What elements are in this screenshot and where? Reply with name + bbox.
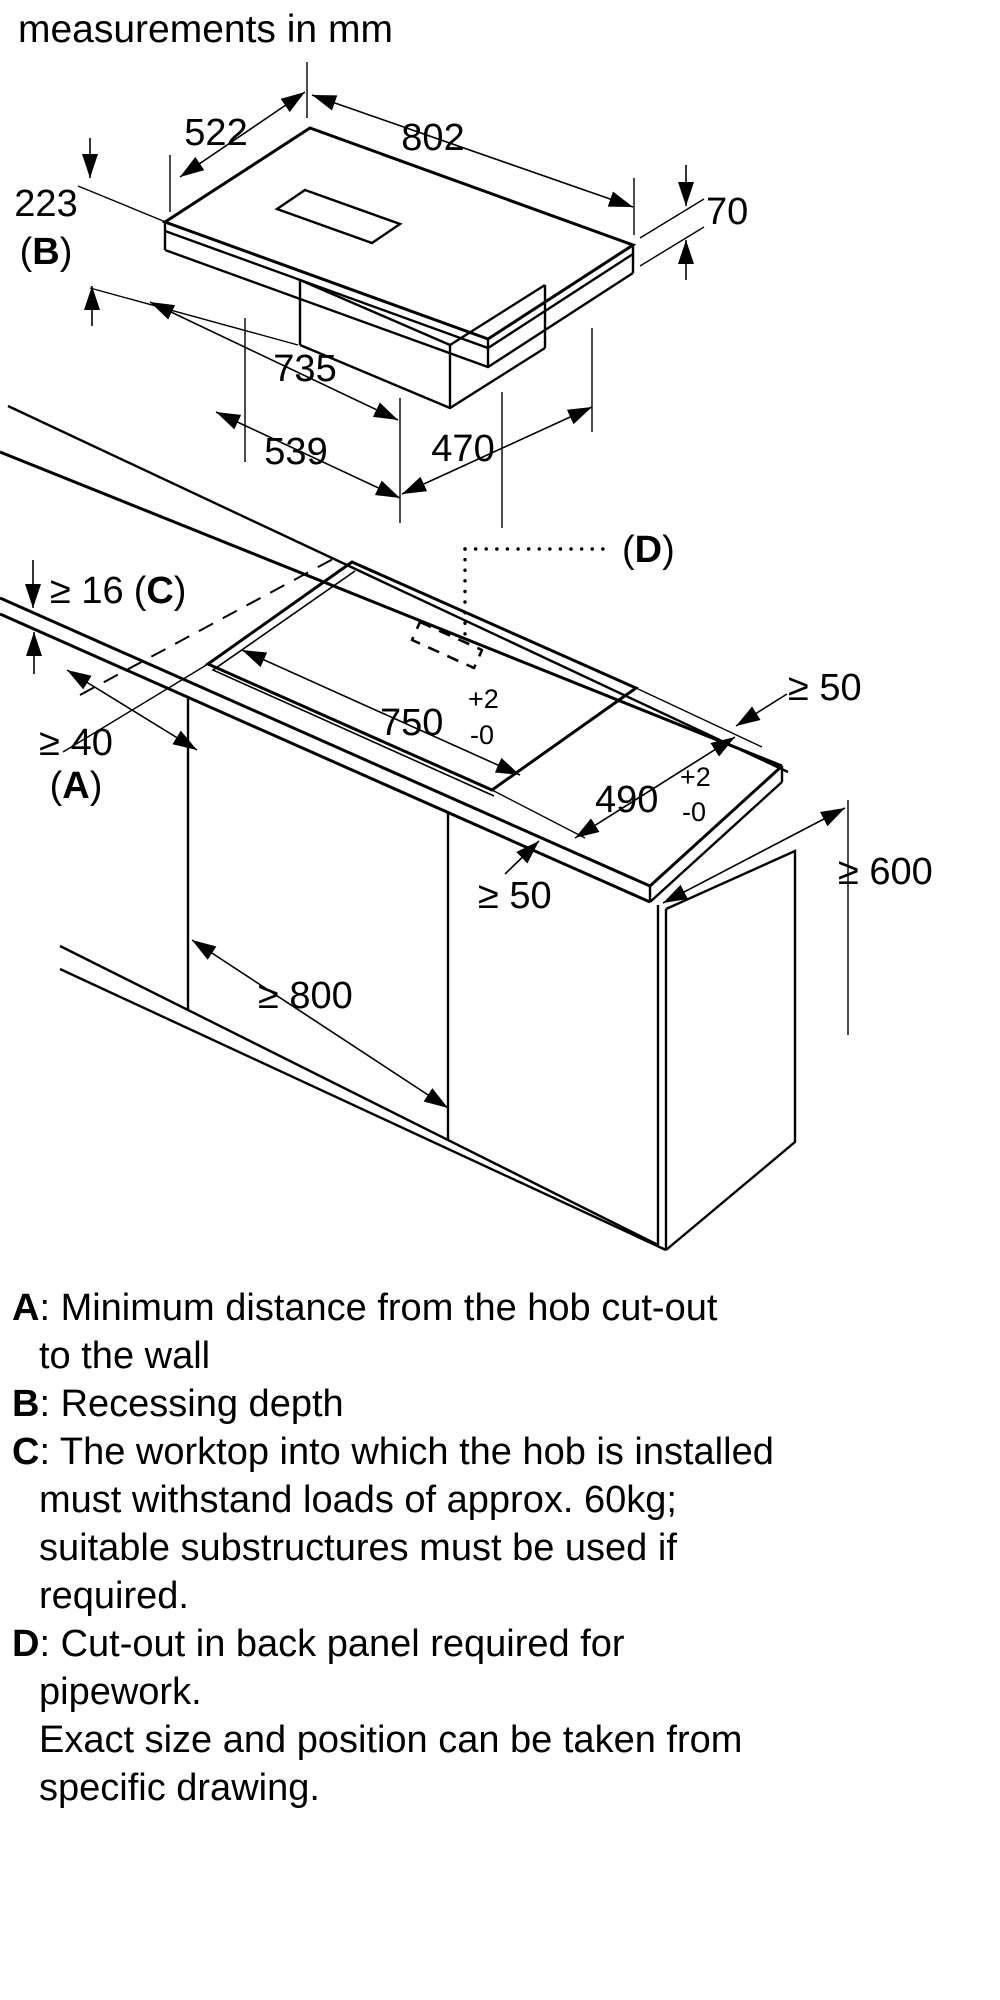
extension-ticks — [77, 62, 705, 528]
dim-50-front-label: ≥ 50 — [478, 875, 552, 917]
legend-separator: : — [39, 1431, 60, 1473]
legend-text: Cut-out in back panel required for pipew… — [39, 1623, 743, 1809]
hidden-edge-dashed — [79, 558, 334, 696]
dim-735-label: 735 — [273, 348, 336, 390]
dim-line-800 — [191, 939, 449, 1109]
dim-470-label: 470 — [431, 428, 494, 470]
hob-vent-slot — [274, 188, 403, 245]
legend-item: C: The worktop into which the hob is ins… — [12, 1428, 782, 1620]
legend-letter: C — [12, 1431, 40, 1473]
dim-line-600 — [662, 807, 846, 904]
svg-text:-0: -0 — [470, 720, 494, 750]
legend-text: The worktop into which the hob is instal… — [39, 1431, 774, 1617]
dim-50-back-label: ≥ 50 — [788, 667, 862, 709]
dim-800-label: ≥ 800 — [258, 975, 353, 1017]
dim-223-label: 223 — [14, 183, 77, 225]
svg-text:+2: +2 — [680, 762, 711, 792]
dim-490-label: 490 +2 -0 — [595, 762, 711, 827]
worktop-right-end — [648, 764, 784, 888]
dim-802-label: 802 — [401, 117, 464, 159]
extension-lines-worktop — [62, 663, 849, 1035]
worktop-cabinet-drawing: ≥ 16(C) ≥ 40 (A) 750 +2 -0 490 +2 -0 ≥ 5… — [0, 404, 933, 1252]
dim-line-40 — [66, 669, 198, 751]
svg-text:+2: +2 — [468, 684, 499, 714]
legend-letter: A — [12, 1287, 40, 1329]
dim-arrow-50-front — [504, 840, 540, 875]
dim-arrow-50-back — [735, 693, 788, 727]
legend-item: B: Recessing depth — [12, 1380, 782, 1428]
legend-item: D: Cut-out in back panel required for pi… — [12, 1620, 782, 1812]
legend-item: A: Minimum distance from the hob cut-out… — [12, 1284, 782, 1380]
dim-70-label: 70 — [706, 191, 748, 233]
worktop-thickness-edges — [648, 766, 784, 903]
pipework-cutout-dashed-rect — [410, 620, 484, 670]
page-title: measurements in mm — [18, 8, 393, 51]
cutout-outline — [204, 560, 640, 792]
dim-line-802 — [311, 94, 634, 208]
dim-750-label: 750 +2 -0 — [380, 684, 499, 750]
svg-text:490: 490 — [595, 779, 658, 821]
worktop-back-edge — [0, 450, 783, 768]
cabinet-plinth-bottom — [59, 967, 667, 1252]
legend-text: Recessing depth — [60, 1383, 344, 1425]
legend-letter: B — [12, 1383, 40, 1425]
dim-line-539 — [215, 411, 401, 499]
dim-40-ref-label: (A) — [50, 765, 103, 807]
pipework-ref-label: (D) — [622, 529, 675, 571]
dim-line-735 — [149, 301, 399, 421]
wall-line — [7, 404, 789, 774]
dim-line-522 — [179, 91, 306, 178]
pipework-leader-dotted — [463, 547, 614, 642]
dim-600-label: ≥ 600 — [838, 851, 933, 893]
dim-40-label: ≥ 40 — [39, 722, 113, 764]
legend-separator: : — [39, 1383, 61, 1425]
dim-223-ref-label: (B) — [20, 231, 73, 273]
svg-text:750: 750 — [380, 702, 443, 744]
legend: A: Minimum distance from the hob cut-out… — [12, 1284, 782, 1812]
legend-separator: : — [39, 1287, 61, 1329]
hob-top-surface — [161, 126, 637, 341]
legend-text: Minimum distance from the hob cut-out to… — [39, 1287, 718, 1377]
dim-line-470 — [401, 406, 593, 495]
cabinet-right-end-face — [665, 849, 797, 1251]
legend-letter: D — [12, 1623, 40, 1665]
cabinet-plinth-top — [59, 944, 659, 1247]
dim-line-750 — [241, 649, 521, 776]
svg-text:-0: -0 — [682, 797, 706, 827]
dimension-lines-worktop — [25, 560, 846, 1109]
hob-isometric-drawing: 522 802 223 (B) 70 735 539 470 — [14, 62, 748, 528]
dim-16-label: ≥ 16(C) — [50, 570, 186, 612]
dim-522-label: 522 — [184, 112, 247, 154]
dim-539-label: 539 — [264, 431, 327, 473]
hob-body-edges — [163, 222, 635, 369]
dimension-lines-hob — [82, 91, 694, 499]
legend-separator: : — [39, 1623, 61, 1665]
dim-line-490 — [574, 736, 736, 839]
